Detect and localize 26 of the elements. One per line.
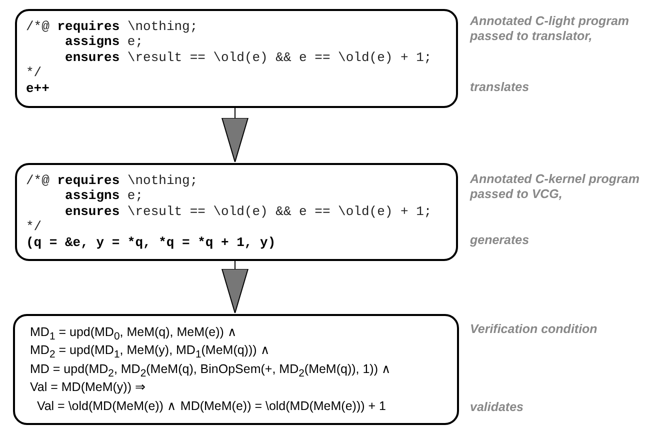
- formula-box: [13, 314, 459, 425]
- arrow: [222, 108, 248, 162]
- formula-line: MD = upd(MD$_{2}$, MD$_{2}$(MeM(q), BinOpSem(+, MD$_{2}$(MeM(q)), 1)) ∧: [30, 360, 392, 382]
- arrow: [222, 260, 248, 314]
- code-line: ensures \result == \old(e) && e == \old(e) + 1;: [64, 204, 432, 220]
- code-line: assigns e;: [64, 188, 144, 204]
- step-caption: generates: [470, 233, 530, 248]
- code-line: assigns e;: [64, 34, 144, 50]
- code-line: /*@ requires \nothing;: [26, 19, 198, 34]
- code-box: [15, 163, 458, 261]
- formula-line: Val = \old(MD(MeM(e)) ∧ MD(MeM(e)) = \old(MD(MeM(e))) + 1: [36, 398, 386, 415]
- step-caption: Annotated C-light program passed to translator,: [470, 14, 630, 44]
- code-line: e++: [26, 80, 50, 96]
- step-caption: Verification condition: [470, 322, 598, 337]
- step-caption: validates: [470, 400, 525, 415]
- code-line: ensures \result == \old(e) && e == \old(e) + 1;: [64, 50, 432, 66]
- code-line: (q = &e, y = *q, *q = *q + 1, y): [26, 234, 276, 250]
- step-caption: Annotated C-kernel program passed to VCG,: [470, 172, 640, 202]
- code-line: */: [26, 219, 42, 235]
- formula-line: Val = MD(MeM(y)) ⇒: [30, 379, 146, 396]
- formula-line: MD$_{2}$ = upd(MD$_{1}$, MeM(y), MD$_{1}$(MeM(q))) ∧: [30, 342, 270, 363]
- step-caption: translates: [470, 80, 530, 95]
- code-line: */: [26, 65, 42, 81]
- formula-line: MD$_{1}$ = upd(MD$_{0}$, MeM(q), MeM(e)) ∧: [30, 324, 238, 344]
- code-line: /*@ requires \nothing;: [26, 173, 198, 188]
- code-box: [15, 9, 458, 108]
